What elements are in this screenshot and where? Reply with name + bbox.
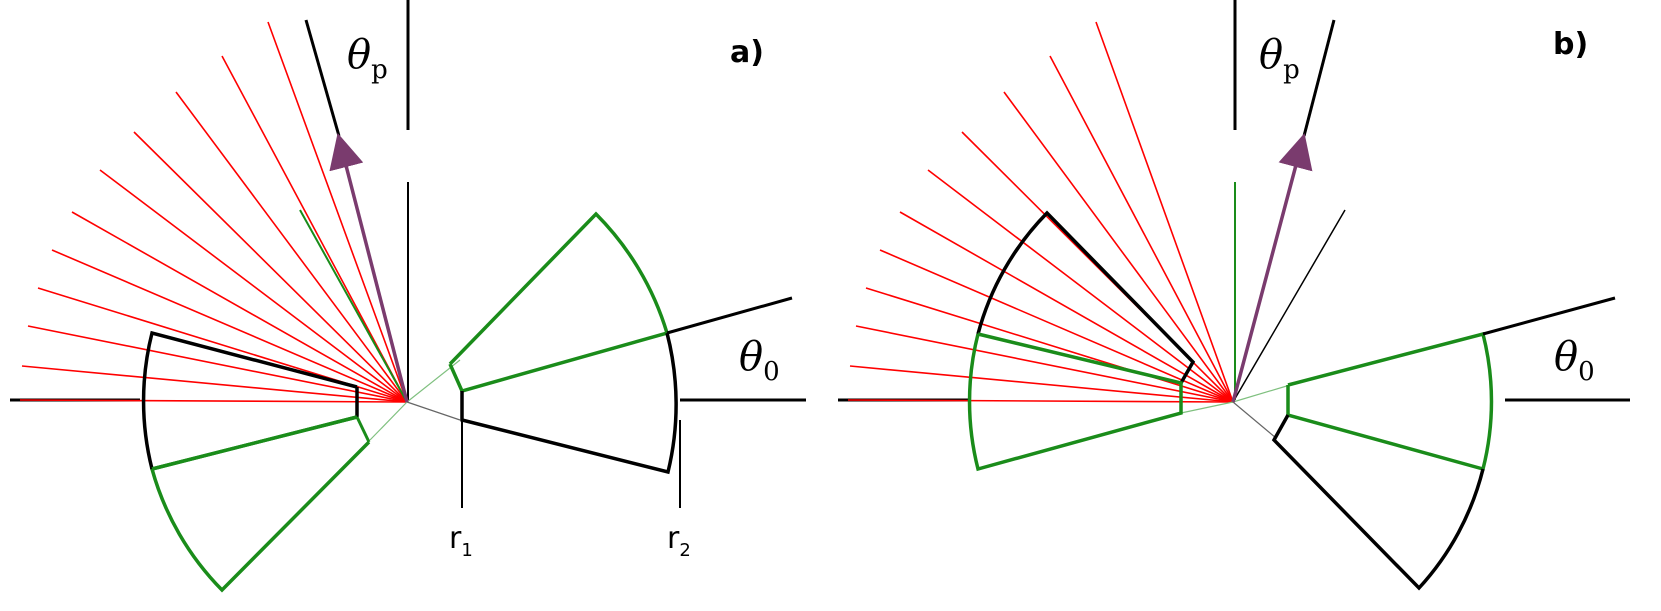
- red-ray-b-5: [879, 249, 1234, 403]
- red-ray-b-9: [1003, 91, 1234, 403]
- panel-label-a: a): [730, 35, 764, 70]
- red-ray-a-11: [267, 21, 408, 403]
- theta-p-line-b: [1302, 19, 1336, 137]
- sector-right-black: [460, 332, 678, 475]
- sector-left-green: [149, 415, 371, 593]
- theta-p-line-a: [304, 19, 341, 137]
- theta0-line-a: [666, 296, 793, 335]
- sector-left-mid-green: [151, 415, 358, 471]
- r1-label: r1: [449, 521, 473, 561]
- red-ray-fan-b: [847, 21, 1234, 403]
- red-ray-b-3: [855, 325, 1234, 403]
- center-line-green-b2: [1180, 401, 1234, 414]
- sector-right-black-b: [1271, 414, 1485, 591]
- red-ray-b-2: [849, 365, 1234, 403]
- theta-0-label-a: θ0: [739, 334, 780, 387]
- center-line-gray-b: [1232, 401, 1277, 439]
- momentum-arrow-a: [329, 133, 409, 403]
- sector-left-inner-green: [355, 416, 371, 443]
- sector-right-green: [448, 211, 670, 394]
- red-ray-a-3: [27, 325, 408, 403]
- red-ray-b-10: [1049, 55, 1234, 403]
- red-ray-b-1: [847, 399, 1234, 403]
- red-ray-b-6: [899, 211, 1234, 403]
- red-ray-a-6: [71, 211, 408, 403]
- panel-b: b) θp θ0: [838, 0, 1630, 591]
- sector-left-black: [141, 330, 358, 470]
- red-ray-b-7: [927, 169, 1234, 403]
- theta-p-label-a: θp: [347, 32, 388, 85]
- green-ray: [299, 209, 408, 403]
- red-ray-b-4: [865, 287, 1234, 403]
- theta-0-label-b: θ0: [1554, 334, 1595, 387]
- red-ray-a-1: [19, 399, 408, 403]
- r2-label: r2: [667, 521, 691, 561]
- center-line-green-b: [1232, 384, 1291, 403]
- panel-a: a) θp θ0 r1 r2: [10, 0, 806, 593]
- red-ray-a-7: [99, 169, 408, 403]
- theta-p-label-b: θp: [1259, 32, 1300, 85]
- momentum-arrow-b: [1231, 133, 1313, 403]
- panel-label-b: b): [1553, 27, 1588, 62]
- red-ray-a-5: [51, 249, 408, 403]
- red-ray-b-11: [1095, 21, 1234, 403]
- black-ray-b: [1232, 209, 1346, 403]
- sector-left-green-b: [967, 332, 1183, 472]
- red-ray-a-2: [21, 365, 408, 403]
- center-line-green: [369, 401, 408, 441]
- center-line-gray: [406, 401, 461, 421]
- red-ray-fan: [19, 21, 408, 403]
- red-ray-a-8: [133, 131, 408, 403]
- sector-left-black-b: [976, 210, 1196, 384]
- sector-right-green-b: [1286, 331, 1494, 472]
- theta0-line-b: [1482, 296, 1616, 336]
- red-ray-a-10: [221, 55, 408, 403]
- red-ray-a-9: [175, 91, 408, 403]
